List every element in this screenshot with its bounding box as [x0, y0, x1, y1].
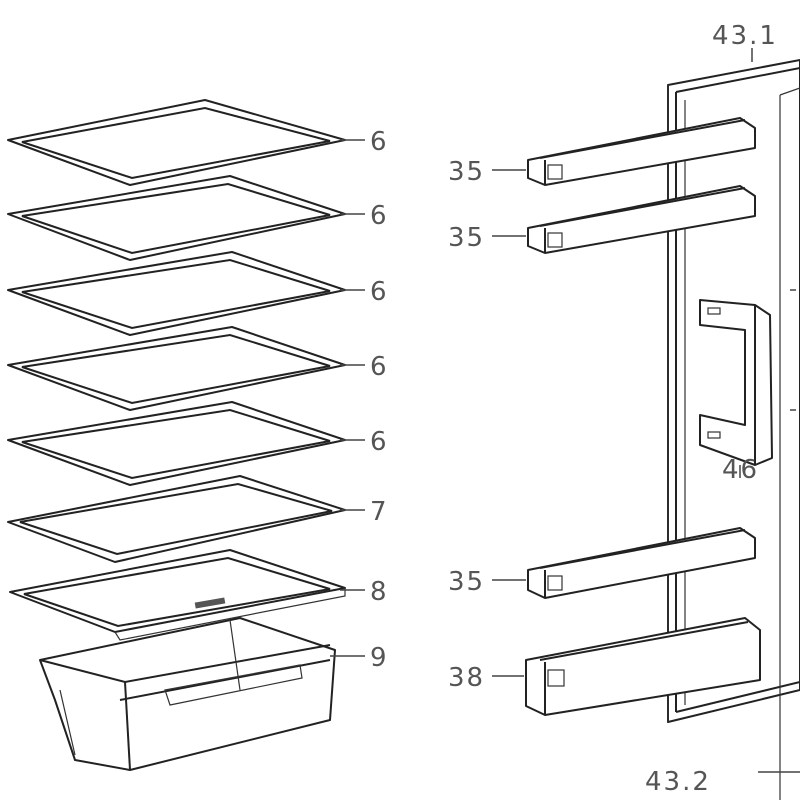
crisper-cover-8 — [9, 549, 365, 641]
label-shelf-1: 6 — [370, 127, 389, 157]
door-bin-35-c — [492, 527, 756, 599]
label-crisper-drawer: 9 — [370, 643, 389, 673]
label-door-bin-large: 38 — [448, 663, 485, 693]
label-door-bin-3: 35 — [448, 567, 485, 597]
label-door-bin-2: 35 — [448, 223, 485, 253]
door-markers — [790, 289, 796, 411]
label-shelf-2: 6 — [370, 201, 389, 231]
label-door-handle: 46 — [722, 455, 759, 485]
shelf-7-glass — [7, 475, 365, 563]
door-bin-38 — [492, 617, 761, 716]
door-handle-46 — [699, 299, 773, 478]
crisper-drawer-9 — [39, 617, 365, 771]
shelf-6-a — [7, 99, 365, 186]
shelf-6-b — [7, 175, 365, 261]
label-shelf-5: 6 — [370, 427, 389, 457]
label-door-gasket-top: 43.1 — [712, 21, 778, 51]
shelf-6-e — [7, 401, 365, 486]
shelf-6-d — [7, 326, 365, 411]
label-door-bin-1: 35 — [448, 157, 485, 187]
shelf-6-c — [7, 251, 365, 336]
door-bin-35-b — [492, 185, 756, 254]
label-shelf-3: 6 — [370, 277, 389, 307]
label-shelf-4: 6 — [370, 352, 389, 382]
label-door-gasket-bottom: 43.2 — [645, 767, 711, 797]
label-crisper-cover: 8 — [370, 577, 389, 607]
door-bin-35-a — [492, 117, 756, 186]
label-shelf-glass: 7 — [370, 497, 389, 527]
